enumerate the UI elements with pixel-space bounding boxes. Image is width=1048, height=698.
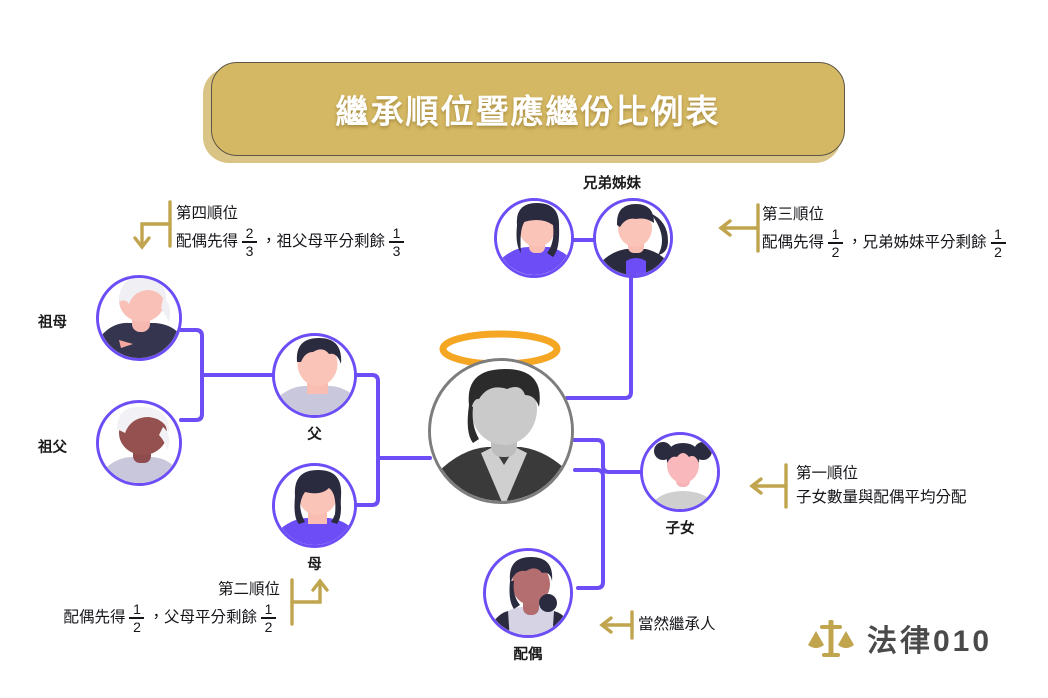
sibling-2-avatar <box>593 198 673 278</box>
mother-label: 母 <box>307 557 322 573</box>
node-child[interactable]: 子女 <box>640 432 720 537</box>
siblings-label: 兄弟姊妹 <box>583 176 641 192</box>
annotation-rank3: 第三順位 配偶先得 1 2 ，兄弟姊妹平分剩餘 1 2 <box>762 203 1010 259</box>
spouse-illustration <box>486 551 570 635</box>
child-avatar <box>640 432 720 512</box>
child-illustration <box>643 435 717 509</box>
grandmother-avatar <box>96 275 182 361</box>
grandmother-label: 祖母 <box>38 315 67 331</box>
annotation-rank4: 第四順位 配偶先得 2 3 ，祖父母平分剩餘 1 3 <box>176 202 408 258</box>
rank1-arrow-icon <box>749 463 788 509</box>
scales-of-justice-icon <box>808 620 854 657</box>
rank4-text-a: 配偶先得 <box>176 232 239 250</box>
rank3-detail: 配偶先得 1 2 ，兄弟姊妹平分剩餘 1 2 <box>762 227 1010 259</box>
grandmother-illustration <box>99 278 179 358</box>
sibling-2-illustration <box>596 201 670 275</box>
rank3-arrow-icon <box>718 203 760 253</box>
rank4-fraction-1: 2 3 <box>242 226 258 258</box>
node-mother[interactable]: 母 <box>272 463 357 573</box>
annotation-rank1: 第一順位 子女數量與配偶平均分配 <box>796 462 967 510</box>
spouse-note-arrow-icon <box>599 610 634 640</box>
grandfather-label: 祖父 <box>38 440 67 456</box>
rank2-text-b: ，父母平分剩餘 <box>148 608 257 626</box>
rank2-title: 第二順位 <box>217 581 280 598</box>
rank1-detail: 子女數量與配偶平均分配 <box>796 489 967 507</box>
rank1-title: 第一順位 <box>796 465 859 482</box>
grandfather-avatar <box>96 400 182 486</box>
spouse-label: 配偶 <box>513 647 543 663</box>
annotation-rank2: 第二順位 配偶先得 1 2 ，父母平分剩餘 1 2 <box>0 578 280 634</box>
rank2-text-a: 配偶先得 <box>63 608 126 626</box>
grandfather-illustration <box>99 403 179 483</box>
node-sibling-2[interactable]: 兄弟姊妹 <box>583 176 673 278</box>
mother-avatar <box>272 463 357 548</box>
rank2-arrow-icon <box>290 578 329 626</box>
rank4-detail: 配偶先得 2 3 ，祖父母平分剩餘 1 3 <box>176 226 408 258</box>
rank4-arrow-icon <box>133 200 172 250</box>
sibling-1-avatar <box>494 198 574 278</box>
deceased-illustration <box>431 361 571 501</box>
deceased-avatar <box>428 358 574 504</box>
rank3-text-a: 配偶先得 <box>762 233 825 251</box>
node-father[interactable]: 父 <box>272 333 357 443</box>
brand-name: 法律010 <box>867 625 993 658</box>
rank4-fraction-2: 1 3 <box>389 226 405 258</box>
child-label: 子女 <box>665 521 695 537</box>
node-grandfather[interactable]: 祖父 <box>38 400 182 486</box>
spouse-avatar <box>483 548 573 638</box>
father-label: 父 <box>307 427 322 443</box>
rank4-title: 第四順位 <box>176 205 239 222</box>
node-sibling-1[interactable] <box>494 198 574 278</box>
node-spouse[interactable]: 配偶 <box>483 548 573 663</box>
rank3-title: 第三順位 <box>762 206 825 223</box>
father-illustration <box>275 336 354 415</box>
title-banner: 繼承順位暨應繼份比例表 <box>211 62 845 156</box>
rank3-fraction-2: 1 2 <box>990 227 1006 259</box>
rank3-fraction-1: 1 2 <box>828 227 844 259</box>
annotation-spouse-note: 當然繼承人 <box>638 613 716 637</box>
rank2-fraction-1: 1 2 <box>129 602 145 634</box>
spouse-note-title: 當然繼承人 <box>638 616 716 633</box>
rank2-fraction-2: 1 2 <box>261 602 276 634</box>
sibling-1-illustration <box>497 201 571 275</box>
rank4-text-b: ，祖父母平分剩餘 <box>261 232 386 250</box>
mother-illustration <box>275 466 354 545</box>
brand-logo[interactable]: 法律010 <box>806 616 992 660</box>
node-deceased[interactable] <box>428 330 574 504</box>
node-grandmother[interactable]: 祖母 <box>38 275 182 361</box>
rank3-text-b: ，兄弟姊妹平分剩餘 <box>847 233 987 251</box>
page-title: 繼承順位暨應繼份比例表 <box>335 93 721 130</box>
rank2-detail: 配偶先得 1 2 ，父母平分剩餘 1 2 <box>0 602 280 634</box>
father-avatar <box>272 333 357 418</box>
